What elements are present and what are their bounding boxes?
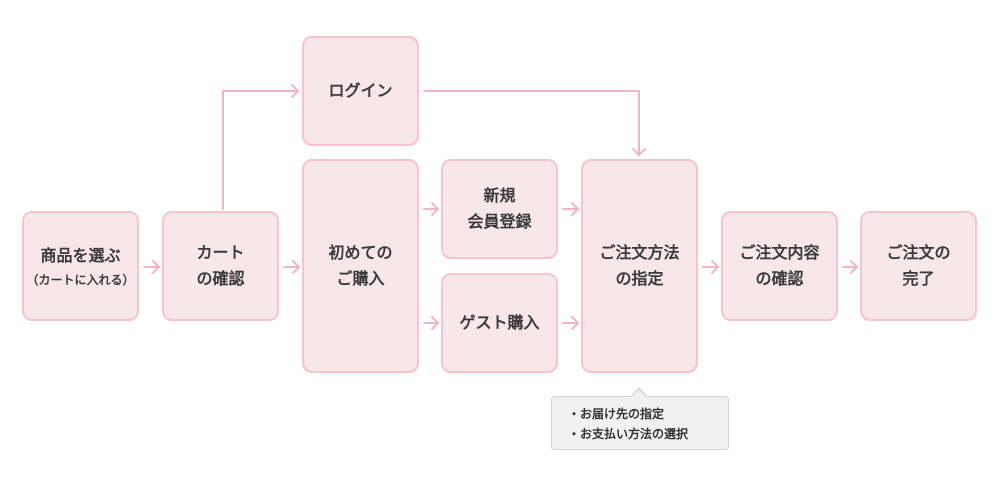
step-order-confirm: ご注文内容 の確認 — [721, 211, 838, 321]
step-order-complete: ご注文の 完了 — [860, 211, 977, 321]
step-new-registration-line2: 会員登録 — [467, 212, 532, 231]
step-select-product: 商品を選ぶ （カートに入れる） — [22, 211, 139, 321]
step-new-registration: 新規 会員登録 — [441, 159, 558, 259]
note-item-delivery: お届け先の指定 — [568, 404, 728, 424]
step-order-method-line2: の指定 — [615, 269, 664, 288]
step-new-registration-line1: 新規 — [483, 186, 516, 205]
step-login: ログイン — [302, 36, 419, 146]
step-order-method-line1: ご注文方法 — [599, 243, 680, 262]
step-order-method: ご注文方法 の指定 — [581, 159, 698, 373]
step-cart-check: カート の確認 — [162, 211, 279, 321]
step-order-confirm-line1: ご注文内容 — [739, 243, 820, 262]
step-first-purchase-line2: ご購入 — [336, 269, 385, 288]
step-cart-check-line2: の確認 — [196, 269, 245, 288]
step-select-product-label: 商品を選ぶ — [40, 246, 121, 265]
step-cart-check-line1: カート — [196, 243, 245, 262]
arrow-login-to-method — [423, 90, 640, 156]
arrow-cart-to-login — [222, 90, 299, 210]
step-first-purchase-line1: 初めての — [328, 243, 393, 262]
step-guest-purchase: ゲスト購入 — [441, 273, 558, 373]
step-guest-purchase-label: ゲスト購入 — [459, 313, 540, 332]
step-login-label: ログイン — [328, 81, 393, 100]
step-select-product-sub: （カートに入れる） — [26, 273, 135, 287]
note-item-payment: お支払い方法の選択 — [568, 424, 728, 444]
step-order-complete-line1: ご注文の — [886, 243, 951, 262]
step-order-complete-line2: 完了 — [902, 269, 935, 288]
order-method-note: お届け先の指定 お支払い方法の選択 — [551, 387, 729, 450]
step-first-purchase: 初めての ご購入 — [302, 159, 419, 373]
step-order-confirm-line2: の確認 — [755, 269, 804, 288]
